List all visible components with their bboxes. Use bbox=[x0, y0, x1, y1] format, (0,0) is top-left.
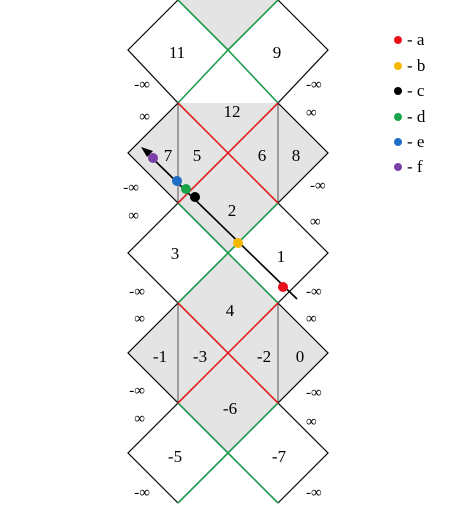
region-label: 5 bbox=[193, 146, 202, 165]
region-label: 11 bbox=[169, 43, 185, 62]
green-line bbox=[227, 252, 279, 304]
infinity-label-right: ∞ bbox=[310, 214, 321, 230]
legend-marker bbox=[394, 87, 402, 95]
region-label: -3 bbox=[193, 347, 207, 366]
region-label: 6 bbox=[258, 146, 267, 165]
infinity-label-left: ∞ bbox=[134, 311, 145, 327]
region-label: 2 bbox=[228, 201, 237, 220]
infinity-label-left: -∞ bbox=[123, 180, 139, 196]
green-line bbox=[177, 202, 229, 254]
point-e bbox=[172, 176, 182, 186]
legend-item-a: - a bbox=[394, 30, 425, 49]
legend-marker bbox=[394, 163, 402, 171]
region-label: 7 bbox=[164, 146, 173, 165]
legend-label: - e bbox=[407, 132, 424, 151]
legend: - a - b - c - d - e - f bbox=[394, 30, 426, 176]
infinity-label-left: -∞ bbox=[134, 485, 150, 501]
region-label: 0 bbox=[296, 347, 305, 366]
region-label: -7 bbox=[272, 447, 287, 466]
infinity-label-right: -∞ bbox=[310, 178, 326, 194]
shaded-regions bbox=[128, 0, 328, 453]
outline-left-zigzag bbox=[127, 0, 179, 504]
legend-label: - a bbox=[407, 30, 425, 49]
legend-item-f: - f bbox=[394, 157, 423, 176]
green-line bbox=[177, 402, 229, 454]
region-label: 1 bbox=[277, 247, 286, 266]
region-label: -5 bbox=[168, 447, 182, 466]
infinity-label-right: ∞ bbox=[306, 105, 317, 121]
red-lines bbox=[177, 102, 279, 404]
legend-item-d: - d bbox=[394, 107, 426, 126]
point-b bbox=[233, 238, 243, 248]
legend-label: - c bbox=[407, 81, 425, 100]
green-line bbox=[227, 452, 279, 504]
trajectory-line bbox=[145, 151, 298, 300]
region-label: -1 bbox=[153, 347, 167, 366]
infinity-label-right: -∞ bbox=[306, 284, 322, 300]
trajectory-arrowhead bbox=[141, 147, 153, 157]
infinity-label-left: ∞ bbox=[134, 411, 145, 427]
region-label: 8 bbox=[292, 146, 301, 165]
legend-marker bbox=[394, 36, 402, 44]
infinity-label-right: -∞ bbox=[306, 77, 322, 93]
legend-marker bbox=[394, 113, 402, 121]
legend-item-c: - c bbox=[394, 81, 425, 100]
point-d bbox=[181, 184, 191, 194]
region-label: 4 bbox=[226, 301, 235, 320]
outline-right-zigzag bbox=[277, 0, 329, 504]
green-line bbox=[177, 252, 229, 304]
legend-label: - f bbox=[407, 157, 423, 176]
legend-item-e: - e bbox=[394, 132, 424, 151]
infinity-label-left: -∞ bbox=[134, 77, 150, 93]
point-a bbox=[278, 282, 288, 292]
infinity-label-right: -∞ bbox=[306, 485, 322, 501]
points bbox=[148, 153, 288, 292]
infinity-label-left: ∞ bbox=[139, 109, 150, 125]
region-label: 3 bbox=[171, 244, 180, 263]
green-line bbox=[177, 452, 229, 504]
green-line bbox=[177, 49, 229, 104]
green-line bbox=[177, 0, 229, 51]
shaded-diamond-top bbox=[178, 0, 278, 50]
infinity-label-right: -∞ bbox=[306, 385, 322, 401]
region-label: -6 bbox=[223, 399, 237, 418]
green-line bbox=[227, 49, 279, 104]
green-line bbox=[227, 402, 279, 454]
point-f bbox=[148, 153, 158, 163]
legend-marker bbox=[394, 62, 402, 70]
interior-separators bbox=[177, 103, 279, 403]
trajectory bbox=[141, 147, 298, 300]
infinity-label-left: -∞ bbox=[129, 284, 145, 300]
shaded-diamond-upper bbox=[128, 103, 328, 253]
red-line bbox=[177, 102, 279, 204]
infinity-label-right: ∞ bbox=[306, 414, 317, 430]
infinity-labels-right: -∞ ∞ -∞ ∞ -∞ ∞ -∞ ∞ -∞ bbox=[306, 77, 326, 501]
green-line bbox=[227, 0, 279, 51]
infinity-labels-left: -∞ ∞ -∞ ∞ -∞ ∞ -∞ ∞ -∞ bbox=[123, 77, 150, 501]
legend-label: - d bbox=[407, 107, 426, 126]
legend-item-b: - b bbox=[394, 56, 425, 75]
region-label: 9 bbox=[273, 43, 282, 62]
infinity-label-right: ∞ bbox=[306, 311, 317, 327]
legend-marker bbox=[394, 138, 402, 146]
region-label: 12 bbox=[224, 102, 241, 121]
infinity-label-left: -∞ bbox=[129, 383, 145, 399]
region-labels: 11 9 12 7 5 6 8 2 3 1 4 -1 -3 -2 0 -6 -5… bbox=[153, 43, 304, 466]
region-label: -2 bbox=[257, 347, 271, 366]
red-line bbox=[177, 302, 279, 404]
legend-label: - b bbox=[407, 56, 425, 75]
point-c bbox=[190, 192, 200, 202]
infinity-label-left: ∞ bbox=[128, 208, 139, 224]
outline-edges bbox=[127, 0, 329, 504]
